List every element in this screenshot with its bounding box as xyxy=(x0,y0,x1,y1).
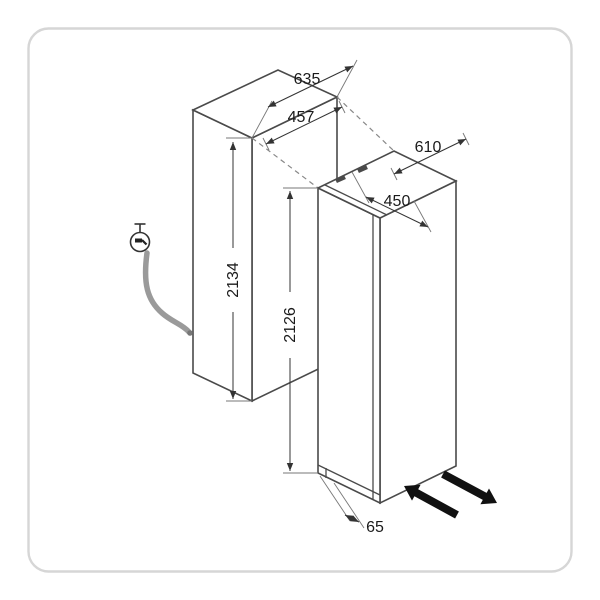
dim-label-appliance-height: 2126 xyxy=(282,307,299,343)
dim-line-457 xyxy=(265,106,343,145)
tap-icon xyxy=(135,238,142,243)
appliance-door-face xyxy=(317,186,381,505)
hose-end xyxy=(187,330,193,336)
dim-label-plinth-height: 65 xyxy=(366,519,384,536)
dim-line-610 xyxy=(393,138,467,175)
witness-line xyxy=(333,482,365,529)
tap-spout-icon xyxy=(141,239,148,246)
water-connection xyxy=(129,223,193,336)
dim-label-appliance-width: 450 xyxy=(384,193,411,210)
dim-label-niche-width: 457 xyxy=(288,109,315,126)
insert-direction-arrows xyxy=(404,470,497,519)
water-hose xyxy=(142,250,192,335)
dim-label-appliance-depth: 610 xyxy=(415,139,442,156)
appliance-side-face xyxy=(379,179,457,505)
dim-line-65 xyxy=(344,514,360,523)
dim-label-niche-depth: 635 xyxy=(294,71,321,88)
witness-line xyxy=(319,475,351,522)
arrow-up-left-icon xyxy=(404,484,459,519)
niche-front-panel xyxy=(192,108,253,403)
fixing-bracket-icon xyxy=(335,174,346,184)
dim-label-niche-height: 2134 xyxy=(225,262,242,298)
dimension-annotations: 635 457 610 450 2134 2126 65 xyxy=(225,59,470,536)
projection-line xyxy=(251,137,319,189)
fixing-bracket-icon xyxy=(357,164,368,174)
arrow-down-right-icon xyxy=(441,470,497,505)
dim-line-450 xyxy=(365,196,429,228)
plinth-line xyxy=(317,464,381,496)
dim-line-635 xyxy=(267,65,354,108)
